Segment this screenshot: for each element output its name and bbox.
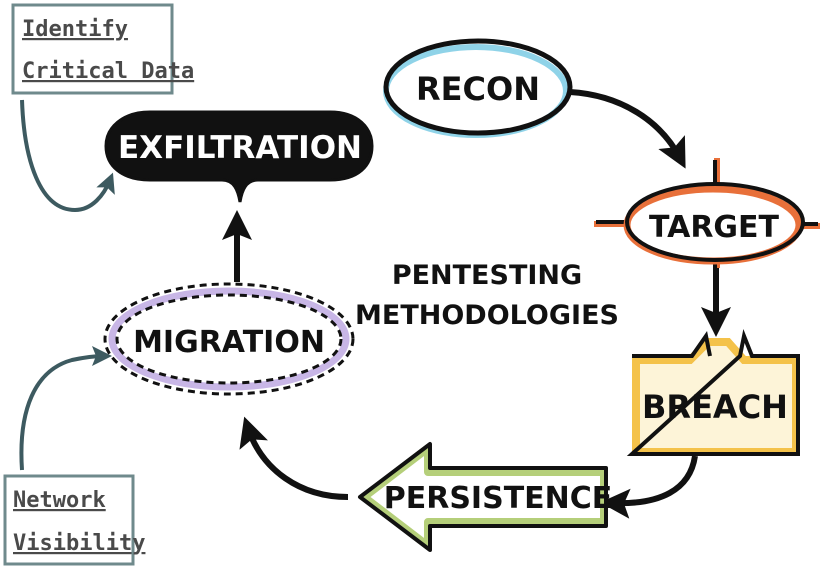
title-line-2: METHODOLOGIES [355,300,619,331]
node-exfiltration-label: EXFILTRATION [118,130,362,166]
node-persistence-label: PERSISTENCE [384,481,613,516]
node-recon: RECON [383,38,573,138]
diagram-title: PENTESTING METHODOLOGIES [355,260,619,331]
note-critical-data-line-2: Critical Data [22,59,194,84]
note-network-line-2: Visibility [13,531,145,556]
node-breach: BREACH [626,329,800,456]
note-network-arrow [19,346,112,471]
note-critical-data-arrow [20,99,115,213]
node-breach-label: BREACH [642,388,788,426]
note-network-visibility: Network Visibility [3,474,145,566]
arrow-persistence-to-migration [239,416,349,500]
node-target: TARGET [594,158,820,268]
node-migration: MIGRATION [103,282,355,396]
node-recon-label: RECON [416,70,540,108]
note-critical-data-line-1: Identify [22,17,128,42]
title-line-1: PENTESTING [392,260,582,291]
node-exfiltration: EXFILTRATION [104,110,374,203]
node-migration-label: MIGRATION [133,325,325,360]
node-persistence: PERSISTENCE [358,442,613,552]
note-network-line-1: Network [13,488,106,513]
note-identify-critical-data: Identify Critical Data [11,3,194,95]
node-target-label: TARGET [649,210,780,245]
arrow-recon-to-target [569,89,686,169]
arrow-breach-to-persistence [600,455,698,519]
